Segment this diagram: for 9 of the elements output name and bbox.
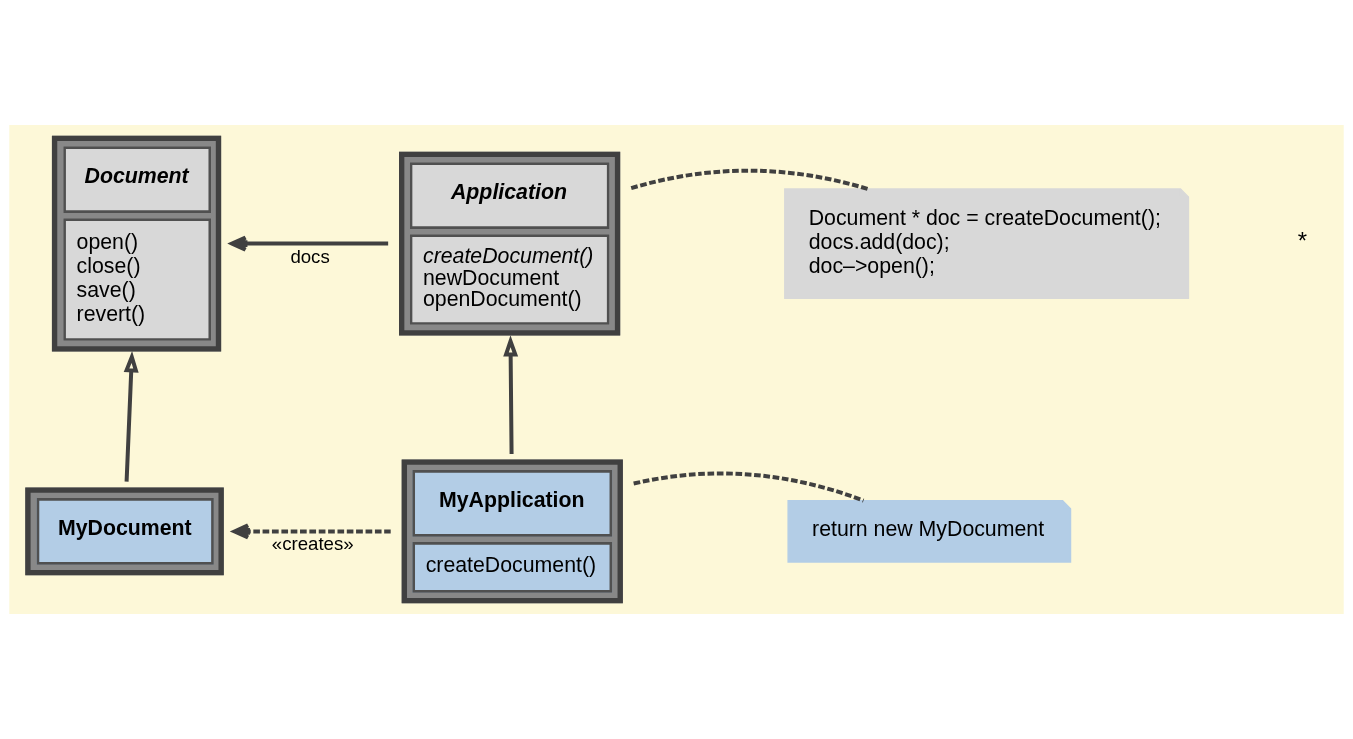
label: * <box>1297 227 1308 255</box>
arrow <box>232 523 391 540</box>
arrow <box>123 350 139 482</box>
arrow <box>230 235 389 252</box>
connector <box>633 471 865 503</box>
edge-label: «creates» <box>271 533 354 555</box>
connector <box>630 168 869 191</box>
edge-label: docs <box>290 245 330 267</box>
arrow <box>503 335 519 455</box>
